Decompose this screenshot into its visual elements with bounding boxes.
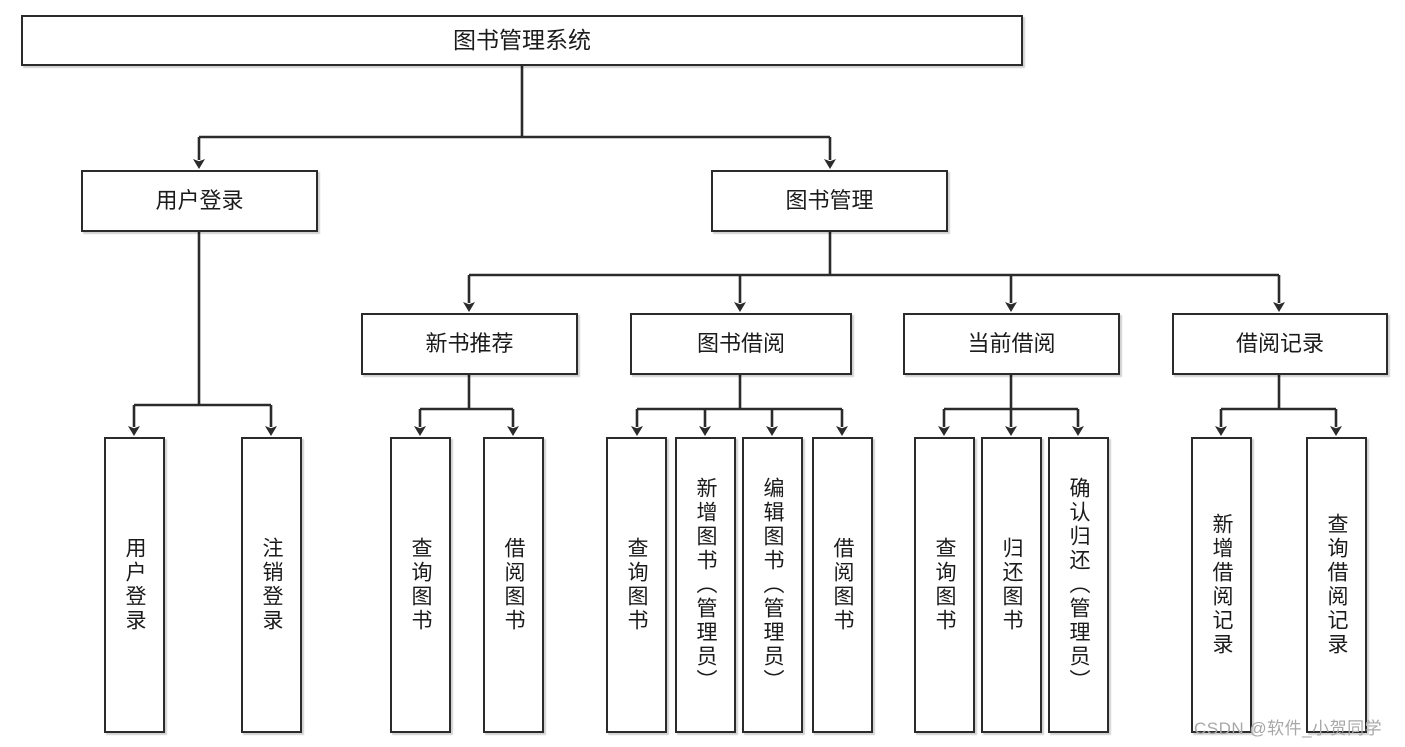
node-leaf-query-book-borrow[interactable]: 查询图书	[606, 437, 667, 733]
node-leaf-confirm-return[interactable]: 确认归还（管理员）	[1048, 437, 1109, 733]
node-label: 新增图书（管理员）	[694, 477, 717, 693]
node-label: 查询图书	[409, 537, 432, 633]
node-book-borrow[interactable]: 图书借阅	[630, 313, 852, 375]
node-leaf-return-book[interactable]: 归还图书	[981, 437, 1042, 733]
node-label: 归还图书	[1000, 537, 1023, 633]
node-leaf-query-borrow-record[interactable]: 查询借阅记录	[1306, 437, 1367, 733]
node-leaf-user-logout[interactable]: 注销登录	[241, 437, 302, 733]
node-current-borrow[interactable]: 当前借阅	[903, 313, 1120, 375]
node-label: 查询图书	[933, 537, 956, 633]
node-leaf-add-book[interactable]: 新增图书（管理员）	[675, 437, 736, 733]
node-leaf-user-login[interactable]: 用户登录	[104, 437, 165, 733]
node-label: 注销登录	[260, 537, 283, 633]
node-label: 当前借阅	[967, 330, 1056, 356]
node-leaf-add-borrow-record[interactable]: 新增借阅记录	[1191, 437, 1252, 733]
node-label: 借阅记录	[1235, 330, 1324, 356]
node-user-login[interactable]: 用户登录	[81, 170, 318, 232]
node-book-management[interactable]: 图书管理	[711, 170, 948, 232]
node-label: 图书管理	[785, 187, 874, 213]
node-label: 确认归还（管理员）	[1067, 477, 1090, 693]
node-leaf-borrow-book[interactable]: 借阅图书	[812, 437, 873, 733]
node-label: 编辑图书（管理员）	[761, 477, 784, 693]
node-new-book-recommend[interactable]: 新书推荐	[361, 313, 578, 375]
csdn-watermark: CSDN @软件_小贺同学	[1194, 719, 1383, 738]
node-leaf-edit-book[interactable]: 编辑图书（管理员）	[742, 437, 803, 733]
node-label: 用户登录	[123, 537, 146, 633]
node-label: 新增借阅记录	[1210, 513, 1233, 657]
node-borrow-record[interactable]: 借阅记录	[1172, 313, 1388, 375]
node-leaf-query-book-recommend[interactable]: 查询图书	[390, 437, 451, 733]
node-label: 图书借阅	[696, 330, 785, 356]
node-label: 查询借阅记录	[1325, 513, 1348, 657]
node-book-management-system[interactable]: 图书管理系统	[21, 15, 1023, 66]
node-label: 新书推荐	[425, 330, 514, 356]
node-label: 用户登录	[155, 187, 244, 213]
node-label: 借阅图书	[831, 537, 854, 633]
node-label: 查询图书	[625, 537, 648, 633]
node-leaf-query-book-current[interactable]: 查询图书	[914, 437, 975, 733]
node-leaf-borrow-book-recommend[interactable]: 借阅图书	[483, 437, 544, 733]
node-label: 图书管理系统	[453, 26, 591, 53]
node-label: 借阅图书	[502, 537, 525, 633]
